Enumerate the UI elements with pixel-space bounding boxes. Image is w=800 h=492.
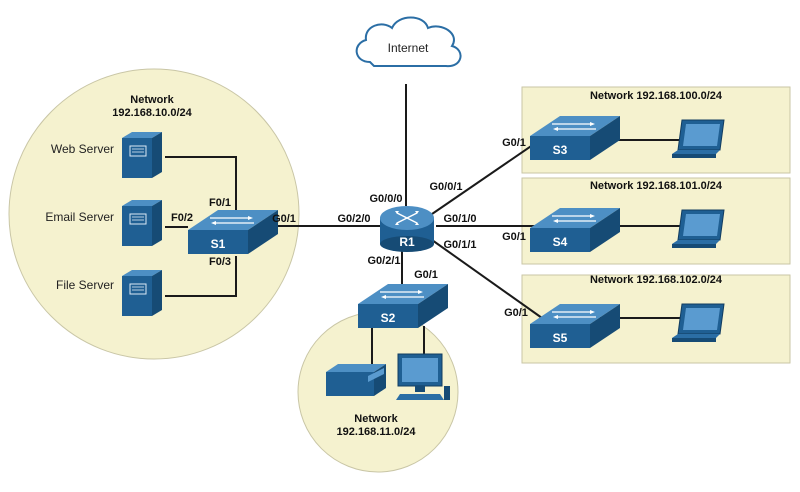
iface-s5-g01: G0/1	[504, 307, 528, 319]
iface-s3-g01: G0/1	[502, 137, 526, 149]
network-label-10-line1: Network	[130, 94, 174, 106]
network-label-10-line2: 192.168.10.0/24	[112, 107, 192, 119]
server-icon	[121, 131, 163, 179]
switch-s2-label: S2	[381, 311, 396, 325]
server-label-email: Email Server	[45, 210, 114, 224]
network-label-102: Network 192.168.102.0/24	[590, 274, 723, 286]
network-label-11-line2: 192.168.11.0/24	[337, 426, 417, 438]
iface-s2-g01: G0/1	[414, 269, 438, 281]
iface-r1-g001: G0/0/1	[429, 181, 462, 193]
switch-s4: S4	[529, 207, 621, 253]
server-icon	[121, 269, 163, 317]
desktop-pc-icon	[396, 353, 450, 400]
iface-r1-g010: G0/1/0	[443, 213, 476, 225]
router-icon: R1	[380, 206, 434, 252]
cloud-icon: Internet	[355, 16, 462, 68]
iface-r1-g011: G0/1/1	[443, 239, 476, 251]
network-label-11-line1: Network	[354, 413, 398, 425]
iface-r1-g021: G0/2/1	[367, 255, 400, 267]
switch-s1-label: S1	[211, 237, 226, 251]
server-icon	[121, 199, 163, 247]
iface-s4-g01: G0/1	[502, 231, 526, 243]
iface-s1-f01: F0/1	[209, 197, 231, 209]
network-label-101: Network 192.168.101.0/24	[590, 180, 723, 192]
server-label-file: File Server	[56, 278, 114, 292]
switch-s5-label: S5	[553, 331, 568, 345]
switch-s3-label: S3	[553, 143, 568, 157]
internet-label: Internet	[388, 41, 429, 55]
switch-s1: S1	[187, 209, 279, 255]
switch-s2: S2	[357, 283, 449, 329]
server-label-web: Web Server	[51, 142, 114, 156]
network-label-100: Network 192.168.100.0/24	[590, 90, 723, 102]
printer-icon	[326, 364, 386, 396]
iface-s1-g01: G0/1	[272, 213, 296, 225]
switch-s3: S3	[529, 115, 621, 161]
iface-s1-f02: F0/2	[171, 212, 193, 224]
switch-s4-label: S4	[553, 235, 568, 249]
iface-r1-g000: G0/0/0	[369, 193, 402, 205]
iface-s1-f03: F0/3	[209, 256, 231, 268]
switch-s5: S5	[529, 303, 621, 349]
iface-r1-g020: G0/2/0	[337, 213, 370, 225]
router-label: R1	[399, 235, 415, 249]
